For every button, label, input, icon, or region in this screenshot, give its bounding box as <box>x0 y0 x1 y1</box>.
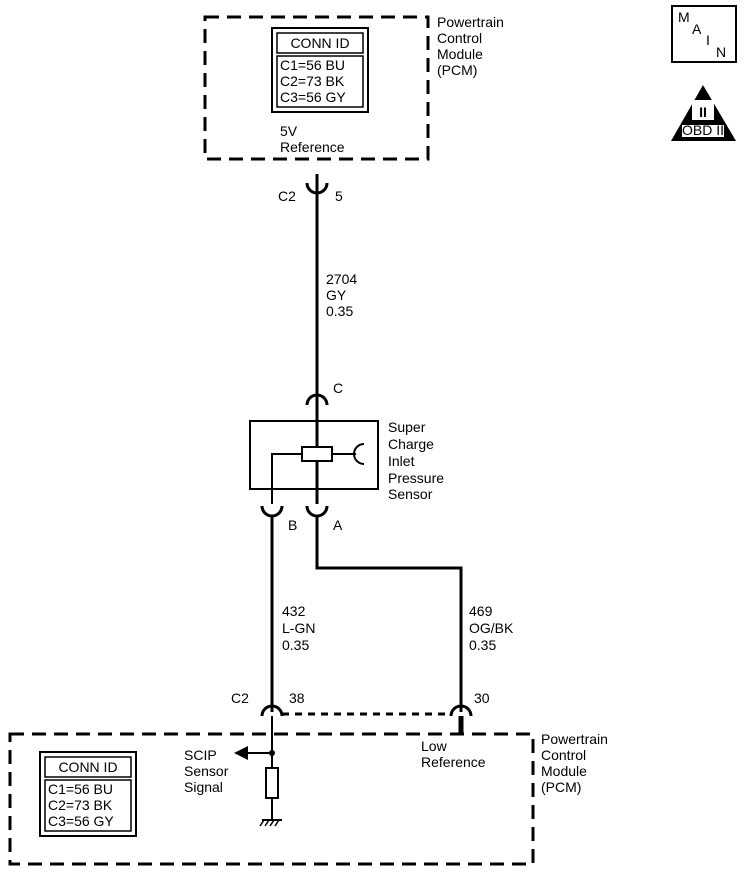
sensor-name-line-2: Charge <box>388 436 434 452</box>
wire-2704: 2704 GY 0.35 <box>315 174 357 410</box>
wire-left-circuit: 432 <box>282 603 306 619</box>
bottom-conn-id-title: CONN ID <box>58 759 117 775</box>
top-connector-pin: 5 <box>335 188 343 204</box>
signal-label-line-1: SCIP <box>184 747 217 763</box>
bottom-pcm-name-line-2: Control <box>541 747 586 763</box>
sensor-pin-c-arc <box>305 393 329 406</box>
obd-ii-icon: II OBD II <box>671 85 736 141</box>
wire-top-circuit: 2704 <box>326 271 357 287</box>
wire-top-size: 0.35 <box>326 303 353 319</box>
top-pcm: Powertrain Control Module (PCM) CONN ID … <box>203 14 504 161</box>
wire-right-color: OG/BK <box>469 620 514 636</box>
obd-ii-label: OBD II <box>682 122 724 138</box>
sensor-name-line-5: Sensor <box>388 486 433 502</box>
bottom-pcm: C2 38 30 SCIP Sensor Signal Low Referenc… <box>8 690 608 866</box>
top-terminal-label-line-2: Reference <box>280 139 345 155</box>
bottom-pcm-name-line-3: Module <box>541 763 587 779</box>
top-terminal-label-line-1: 5V <box>280 123 298 139</box>
obd-ii-numeral: II <box>699 104 707 120</box>
bottom-conn-id-row-1: C1=56 BU <box>48 781 113 797</box>
bottom-conn-id-row-3: C3=56 GY <box>48 813 114 829</box>
signal-arrow-icon <box>234 746 248 760</box>
signal-label-line-3: Signal <box>184 779 223 795</box>
top-connector: C2 5 <box>278 182 343 204</box>
bottom-connector-pin-right: 30 <box>474 690 490 706</box>
main-icon[interactable]: M A I N <box>671 5 737 63</box>
top-pcm-name-line-1: Powertrain <box>437 14 504 30</box>
sensor-pin-c-label: C <box>333 380 343 396</box>
bottom-pcm-name-line-1: Powertrain <box>541 731 608 747</box>
bottom-pcm-name-line-4: (PCM) <box>541 779 581 795</box>
top-conn-id-row-1: C1=56 BU <box>280 57 345 73</box>
wire-top-color: GY <box>326 287 347 303</box>
top-connector-label: C2 <box>278 188 296 204</box>
sensor: C B A Super Charge Inlet Pressure Sensor <box>249 380 444 533</box>
sensor-element <box>301 446 333 462</box>
top-pcm-dashed-box <box>203 15 430 161</box>
sensor-pin-a-label: A <box>333 517 343 533</box>
top-conn-id-row-2: C2=73 BK <box>280 73 345 89</box>
sensor-name-line-1: Super <box>388 419 426 435</box>
sensor-pressure-port <box>353 443 365 465</box>
top-pcm-name-line-2: Control <box>437 30 482 46</box>
bottom-connector-38-arc <box>260 704 284 717</box>
pulldown-resistor <box>265 767 279 799</box>
top-conn-id-row-3: C3=56 GY <box>280 89 346 105</box>
top-conn-id-title: CONN ID <box>290 35 349 51</box>
bottom-pcm-dashed-box <box>8 732 535 866</box>
bottom-connector-30-arc <box>449 704 473 717</box>
sensor-name-line-4: Pressure <box>388 470 444 486</box>
sensor-pin-b-arc <box>260 505 284 518</box>
top-pcm-name-line-4: (PCM) <box>437 62 477 78</box>
wire-left-color: L-GN <box>282 620 315 636</box>
wire-469: 469 OG/BK 0.35 <box>315 516 514 712</box>
main-icon-letter-m: M <box>678 9 690 25</box>
bottom-conn-id-row-2: C2=73 BK <box>48 797 113 813</box>
bottom-connector-pin-left: 38 <box>289 690 305 706</box>
wire-right-circuit: 469 <box>469 603 493 619</box>
bottom-conn-id-table: CONN ID C1=56 BU C2=73 BK C3=56 GY <box>39 751 137 837</box>
sensor-pin-b-label: B <box>288 517 297 533</box>
low-ref-line-2: Reference <box>421 754 486 770</box>
main-icon-letter-i: I <box>706 32 710 48</box>
sensor-pin-a-arc <box>305 505 329 518</box>
bottom-connector-label: C2 <box>231 690 249 706</box>
signal-label-line-2: Sensor <box>184 763 229 779</box>
sensor-name-line-3: Inlet <box>388 453 415 469</box>
wire-right-size: 0.35 <box>469 637 496 653</box>
ground-icon <box>259 819 282 827</box>
low-ref-line-1: Low <box>421 738 448 754</box>
top-pcm-name-line-3: Module <box>437 46 483 62</box>
wire-432: 432 L-GN 0.35 <box>270 516 315 712</box>
main-icon-letter-n: N <box>716 44 726 60</box>
main-icon-letter-a: A <box>692 21 702 37</box>
top-conn-id-table: CONN ID C1=56 BU C2=73 BK C3=56 GY <box>271 27 369 113</box>
wire-left-size: 0.35 <box>282 637 309 653</box>
